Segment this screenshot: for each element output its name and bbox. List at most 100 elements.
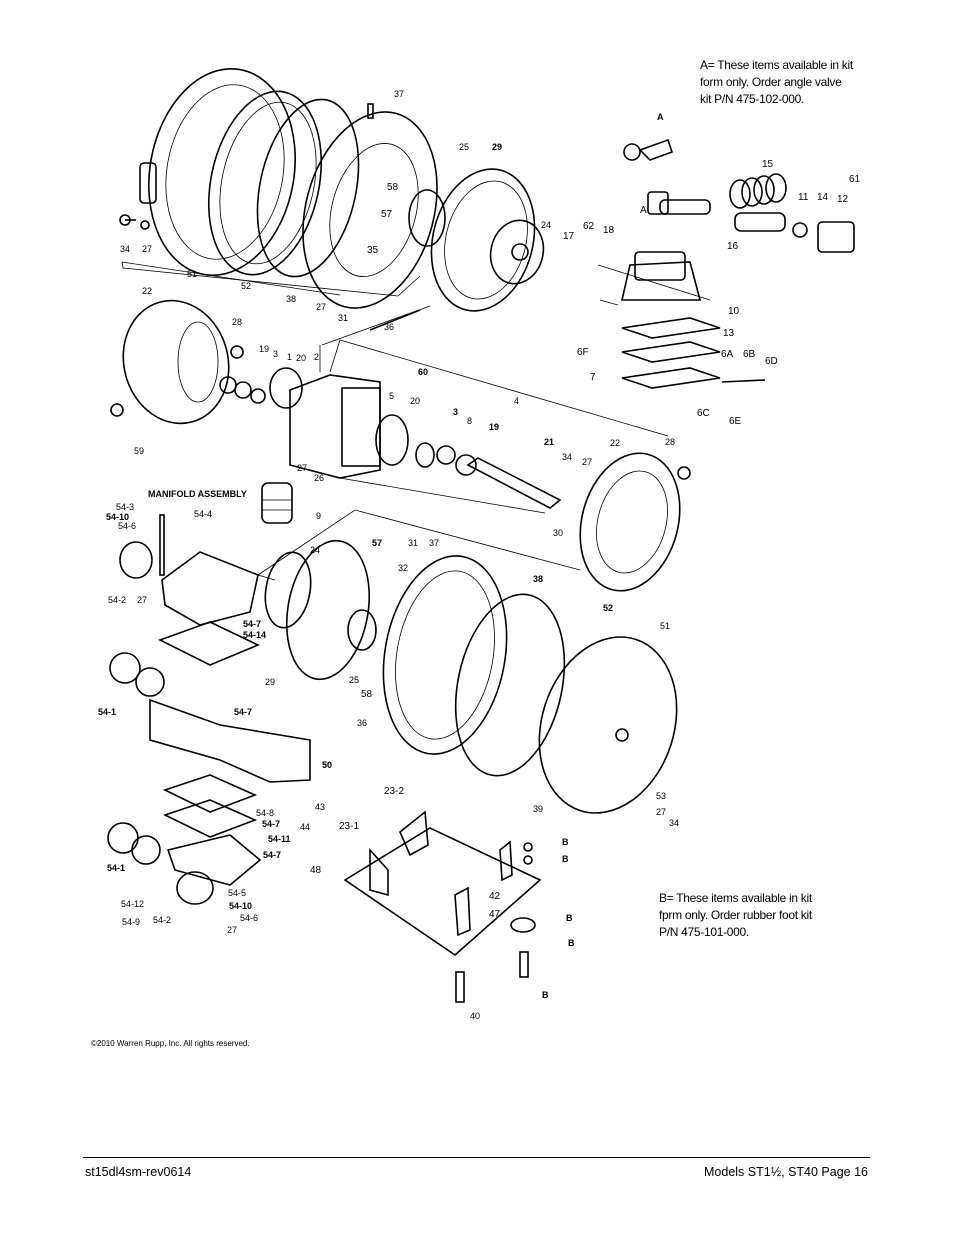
part-label: 14 xyxy=(817,192,829,203)
base-48 xyxy=(343,810,542,1003)
part-label: 28 xyxy=(232,317,242,327)
lower-diaphragm-group xyxy=(264,539,678,814)
part-label: 54-2 xyxy=(108,595,126,605)
pilot-sleeve-9 xyxy=(261,482,293,524)
part-label: 54-7 xyxy=(263,850,281,860)
part-label: 54-12 xyxy=(121,899,144,909)
part-label: 5 xyxy=(389,391,394,401)
part-label: 59 xyxy=(134,446,144,456)
part-label: 29 xyxy=(492,142,502,152)
part-label: 54-2 xyxy=(153,915,171,925)
part-label: 40 xyxy=(470,1011,480,1021)
kit-note-a-line-1: A= These items available in kit xyxy=(700,58,853,72)
part-label: 23-2 xyxy=(384,786,404,797)
part-label: 54-9 xyxy=(122,917,140,927)
part-label: 19 xyxy=(489,422,499,432)
part-label: 24 xyxy=(310,545,320,555)
part-label: 52 xyxy=(241,281,251,291)
part-label: 6C xyxy=(697,408,710,419)
models-page-number: Models ST1½, ST40 Page 16 xyxy=(704,1165,868,1179)
part-label: 6F xyxy=(577,347,589,358)
part-label: 36 xyxy=(357,718,367,728)
manifold-assembly xyxy=(107,514,311,905)
part-label: A xyxy=(657,112,664,122)
part-label: 18 xyxy=(603,225,615,236)
part-label: 9 xyxy=(316,511,321,521)
part-label: 27 xyxy=(142,244,152,254)
kit-note-a: A= These items available in kit form onl… xyxy=(700,57,875,108)
document-id: st15dl4sm-rev0614 xyxy=(85,1165,192,1179)
air-valve-body-10 xyxy=(620,191,702,301)
part-label: 37 xyxy=(394,89,404,99)
part-label: 47 xyxy=(489,909,501,920)
part-label: B xyxy=(562,854,569,864)
part-label: 1 xyxy=(287,352,292,362)
part-label: 20 xyxy=(410,396,420,406)
part-label: 22 xyxy=(142,286,152,296)
diaphragm-29 xyxy=(430,168,536,312)
part-label: 38 xyxy=(286,294,296,304)
part-labels: 37 25 29 58 57 35 24 27 31 36 38 52 51 3… xyxy=(98,89,861,1021)
part-label: 2 xyxy=(314,352,319,362)
part-label: 34 xyxy=(669,818,679,828)
part-label: 54-10 xyxy=(229,901,252,911)
part-label: 39 xyxy=(533,804,543,814)
end-cap-14 xyxy=(792,221,855,253)
part-label: 34 xyxy=(562,452,572,462)
inner-chamber-22-left xyxy=(110,299,244,425)
part-label: 6B xyxy=(743,349,756,360)
bolts-top xyxy=(119,103,421,331)
part-label: 36 xyxy=(384,322,394,332)
part-label: 27 xyxy=(227,925,237,935)
part-label: 54-3 xyxy=(116,502,134,512)
part-label: 21 xyxy=(544,437,554,447)
part-label: 54-7 xyxy=(243,619,261,629)
part-label: 19 xyxy=(259,344,269,354)
gasket-38 xyxy=(256,98,360,278)
part-label: 12 xyxy=(837,194,849,205)
part-label: 31 xyxy=(408,538,418,548)
bushings-3-19 xyxy=(219,376,477,476)
part-label: 31 xyxy=(338,313,348,323)
part-label: 4 xyxy=(514,396,519,406)
part-label: 27 xyxy=(656,807,666,817)
part-label: B xyxy=(568,938,575,948)
part-label: 54-5 xyxy=(228,888,246,898)
part-label: B xyxy=(566,913,573,923)
part-label: B xyxy=(542,990,549,1000)
part-label: 23-1 xyxy=(339,821,359,832)
part-label: 29 xyxy=(265,677,275,687)
part-label: 27 xyxy=(316,302,326,312)
manifold-assembly-title: MANIFOLD ASSEMBLY xyxy=(148,489,247,499)
part-label: 20 xyxy=(296,353,306,363)
part-label: 6D xyxy=(765,356,778,367)
part-label: 25 xyxy=(349,675,359,685)
spool-16 xyxy=(659,199,786,232)
part-label: 38 xyxy=(533,574,543,584)
kit-note-a-line-3: kit P/N 475-102-000. xyxy=(700,92,805,106)
part-label: 60 xyxy=(418,367,428,377)
part-label: 54-11 xyxy=(268,834,291,844)
part-label: 13 xyxy=(723,328,735,339)
part-label: 15 xyxy=(762,159,774,170)
part-label: 54-8 xyxy=(256,808,274,818)
part-label: 27 xyxy=(137,595,147,605)
part-label: 44 xyxy=(300,822,310,832)
seal-ring-52 xyxy=(207,90,323,276)
part-label: 54-6 xyxy=(240,913,258,923)
seal-rings-15 xyxy=(729,173,787,209)
part-label: 51 xyxy=(660,621,670,631)
part-label: 54-6 xyxy=(118,521,136,531)
part-label: 54-14 xyxy=(243,630,266,640)
kit-note-b-line-3: P/N 475-101-000. xyxy=(659,925,749,939)
part-label: 37 xyxy=(429,538,439,548)
gaskets-13-6A-7 xyxy=(621,317,766,389)
part-label: 54-1 xyxy=(98,707,116,717)
part-label: 57 xyxy=(372,538,382,548)
part-label: 52 xyxy=(603,603,613,613)
part-label: 26 xyxy=(314,473,324,483)
part-label: 54-10 xyxy=(106,512,129,522)
part-label: 61 xyxy=(849,174,861,185)
part-label: 53 xyxy=(656,791,666,801)
part-label: 30 xyxy=(553,528,563,538)
